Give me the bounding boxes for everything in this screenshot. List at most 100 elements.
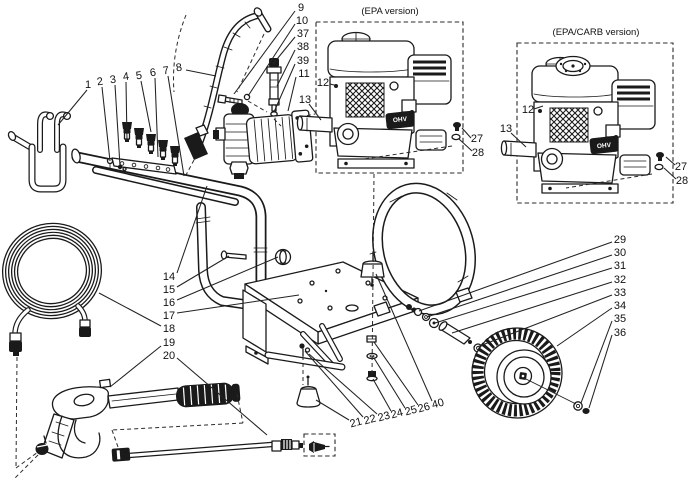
callout-31: 31: [614, 260, 626, 272]
leader-line-37: [272, 36, 296, 65]
callout-22: 22: [363, 413, 378, 428]
callout-34: 34: [614, 300, 626, 312]
dashed-line-6: [565, 173, 653, 189]
cart-frame: [71, 148, 419, 371]
leader-line-36: [588, 334, 613, 409]
wheel: [471, 327, 590, 419]
callout-16: 16: [163, 297, 175, 309]
hanger-hook-bracket: [7, 111, 72, 193]
leader-line-23: [308, 353, 378, 415]
leader-line-2: [101, 86, 111, 162]
callout-10: 10: [296, 15, 308, 27]
high-pressure-hose: [184, 7, 272, 160]
epa-version-label: (EPA version): [361, 6, 418, 17]
leader-line-12: [329, 83, 339, 87]
leader-line-18: [98, 292, 162, 327]
leader-line-17: [176, 294, 300, 314]
leader-line-30: [426, 254, 613, 318]
assembly-dashed-lines: [13, 33, 653, 480]
spray-wand: [111, 433, 336, 462]
quick-connect-nozzle: [309, 441, 330, 453]
callout-4: 4: [122, 71, 130, 84]
callout-12: 12: [522, 104, 534, 116]
callout-23: 23: [377, 410, 392, 425]
carb-version-label: (EPA/CARB version): [553, 27, 640, 38]
leader-line-21: [315, 399, 350, 421]
leader-line-34: [556, 307, 613, 347]
dashed-line-3: [299, 113, 316, 118]
leader-line-27: [665, 156, 676, 166]
callout-6: 6: [149, 67, 157, 80]
leader-line-9: [233, 10, 296, 95]
leader-line-24: [372, 378, 392, 412]
callout-2: 2: [96, 76, 104, 89]
dashed-line-14: [185, 159, 195, 176]
leader-line-33: [476, 294, 613, 348]
callout-3: 3: [109, 74, 117, 87]
callout-11: 11: [298, 68, 309, 80]
callout-18: 18: [163, 323, 175, 335]
assembly-dashed-curves: [173, 14, 187, 93]
spray-gun: [35, 378, 241, 459]
engine-badge-epa: OHV: [393, 116, 408, 125]
dashed-line-5: [363, 145, 453, 160]
dashed-line-2: [273, 118, 282, 127]
callout-26: 26: [417, 401, 432, 416]
leader-line-15: [176, 255, 230, 288]
rear-loop-feet: [373, 192, 473, 317]
callout-40: 40: [431, 397, 446, 412]
pump-assembly: [213, 103, 314, 179]
rear-loop-handle: [371, 182, 477, 316]
leader-line-11: [287, 76, 297, 112]
callout-24: 24: [390, 407, 405, 422]
dashed-line-1: [247, 100, 268, 113]
leader-line-27: [461, 127, 472, 139]
callout-14: 14: [163, 271, 175, 283]
dashed-line-0: [236, 33, 265, 93]
callout-38: 38: [297, 41, 309, 53]
dashed-line-4: [371, 173, 375, 378]
callout-15: 15: [163, 284, 175, 296]
leader-line-10: [247, 23, 296, 97]
callout-29: 29: [614, 234, 626, 246]
leader-line-4: [125, 81, 128, 141]
carb-engine-box: (EPA/CARB version) OHV: [499, 27, 674, 204]
nozzle-rack: [106, 122, 180, 175]
callout-13: 13: [500, 123, 512, 135]
callout-36: 36: [614, 327, 626, 339]
leader-line-29: [418, 241, 613, 312]
epa-engine-box: (EPA version) OHV: [295, 6, 464, 174]
callout-20: 20: [163, 350, 175, 362]
inlet-bolt-and-oring: [217, 93, 251, 105]
callout-21: 21: [349, 416, 364, 431]
leader-line-25: [373, 357, 406, 409]
callout-28: 28: [676, 175, 688, 187]
callout-37: 37: [297, 28, 309, 40]
dashed-line-8: [15, 356, 18, 469]
mount-hardware: [299, 335, 378, 382]
dashed-line-10: [13, 454, 39, 480]
leader-line-28: [663, 167, 677, 180]
leader-line-12: [533, 105, 544, 110]
leader-line-38: [276, 49, 296, 87]
callout-35: 35: [614, 313, 626, 325]
leader-line-26: [373, 341, 419, 406]
leader-line-40: [375, 273, 433, 402]
leader-line-32: [451, 281, 613, 334]
leader-line-1: [57, 89, 88, 126]
leader-line-20: [176, 357, 268, 436]
callout-leader-lines: [57, 10, 677, 436]
leader-line-7: [167, 75, 185, 177]
leader-line-13: [308, 103, 322, 121]
leader-line-19: [109, 345, 162, 388]
callout-19: 19: [163, 337, 175, 349]
leader-line-14: [176, 185, 208, 274]
handle-bolt-and-knob: [220, 248, 292, 266]
thermal-relief-valve: [266, 58, 282, 117]
aux-line-0: [523, 377, 577, 405]
callout-25: 25: [404, 404, 419, 419]
hose-coil: [1, 222, 103, 356]
leader-line-35: [580, 320, 613, 404]
